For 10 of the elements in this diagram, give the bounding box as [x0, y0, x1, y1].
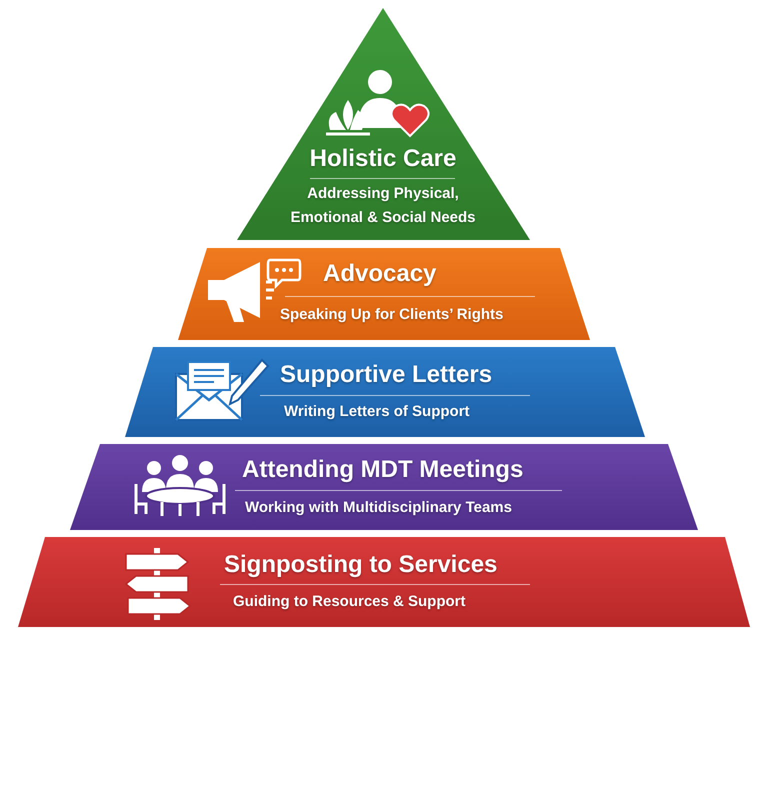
- tier-subtitle: Working with Multidisciplinary Teams: [245, 498, 512, 518]
- tier-title: Attending MDT Meetings: [242, 455, 524, 485]
- tier-title: Signposting to Services: [224, 550, 498, 580]
- tier-subtitle: Guiding to Resources & Support: [233, 592, 466, 612]
- tier-title: Advocacy: [323, 259, 436, 289]
- tier-title: Holistic Care: [310, 144, 456, 174]
- tier-subtitle: Speaking Up for Clients’ Rights: [280, 305, 504, 325]
- tier-title: Supportive Letters: [280, 360, 492, 390]
- tier-subtitle: Addressing Physical, Emotional & Social Needs: [289, 184, 477, 228]
- tier-subtitle: Writing Letters of Support: [284, 402, 470, 422]
